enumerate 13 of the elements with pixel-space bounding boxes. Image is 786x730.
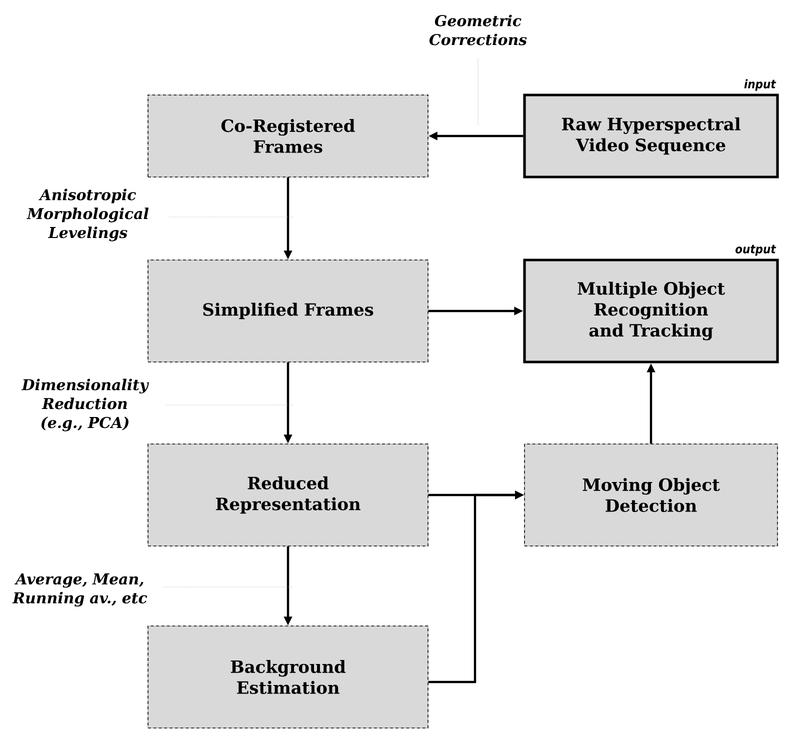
process-box: Simplified Frames [148,260,428,362]
side-tag: output [736,244,776,256]
process-box: Background Estimation [148,626,428,728]
step-note: Average, Mean, Running av., etc [12,573,148,607]
step-note: Anisotropic Morphological Levelings [26,188,149,242]
io-box: Multiple Object Recognition and Tracking [523,258,779,364]
step-note: Geometric Corrections [429,14,527,46]
process-box: Co-Registered Frames [148,94,428,178]
side-tag: input [744,79,776,91]
process-box: Reduced Representation [148,444,428,546]
step-note: Dimensionality Reduction (e.g., PCA) [21,378,150,432]
process-box: Moving Object Detection [524,444,778,546]
io-box: Raw Hyperspectral Video Sequence [523,94,779,178]
